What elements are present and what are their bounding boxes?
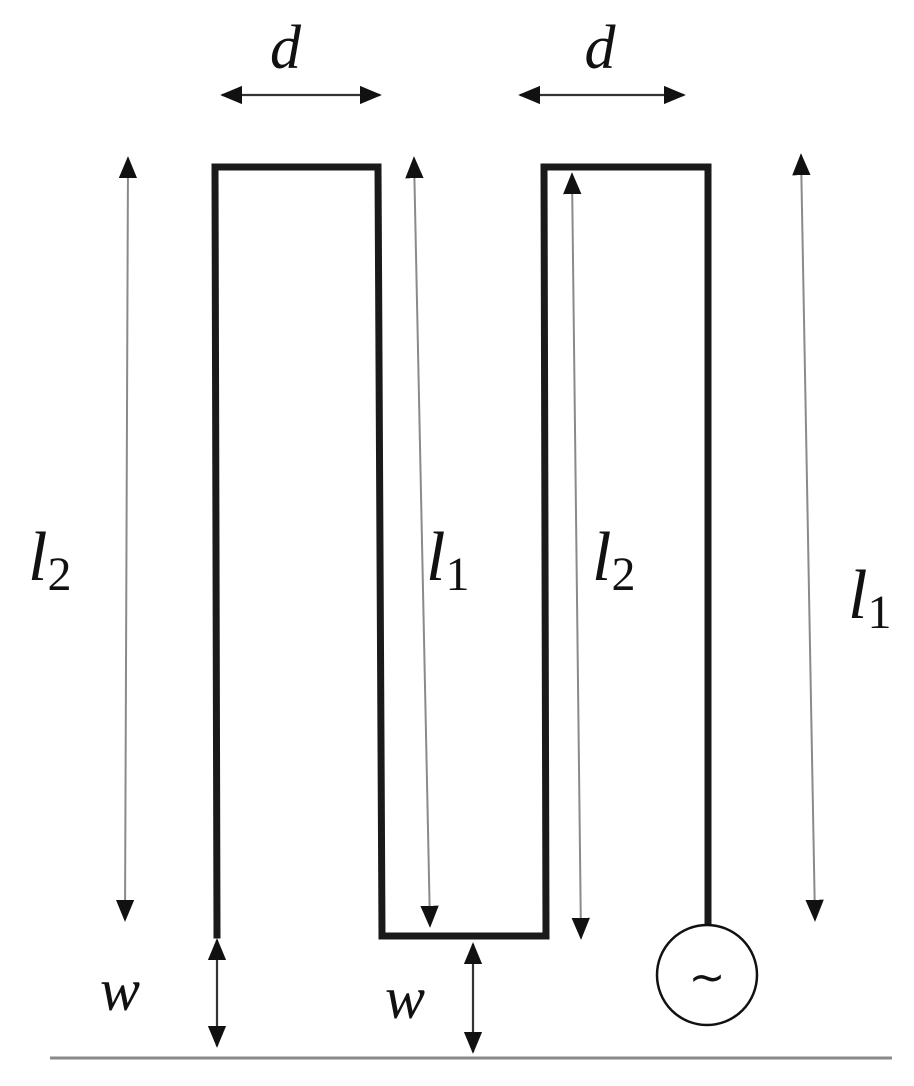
l1-outer-arrow — [792, 153, 824, 922]
l2-inner-label: l2 — [592, 519, 635, 601]
ac-source-circle — [655, 923, 759, 1027]
l2-outer-label: l2 — [28, 519, 71, 601]
w-center-label: w — [385, 965, 425, 1031]
w-left-label: w — [100, 957, 140, 1023]
l1-outer-label: l1 — [848, 557, 891, 639]
d-right-label: d — [585, 14, 617, 82]
ac-source-symbol: ~ — [689, 952, 726, 1003]
d-left-label: d — [270, 14, 302, 82]
meander-wire — [211, 163, 712, 940]
l2-inner-arrow — [563, 172, 590, 940]
l1-inner-label: l1 — [426, 519, 469, 601]
l1-inner-arrow — [405, 156, 439, 928]
l2-outer-arrow — [115, 156, 138, 922]
